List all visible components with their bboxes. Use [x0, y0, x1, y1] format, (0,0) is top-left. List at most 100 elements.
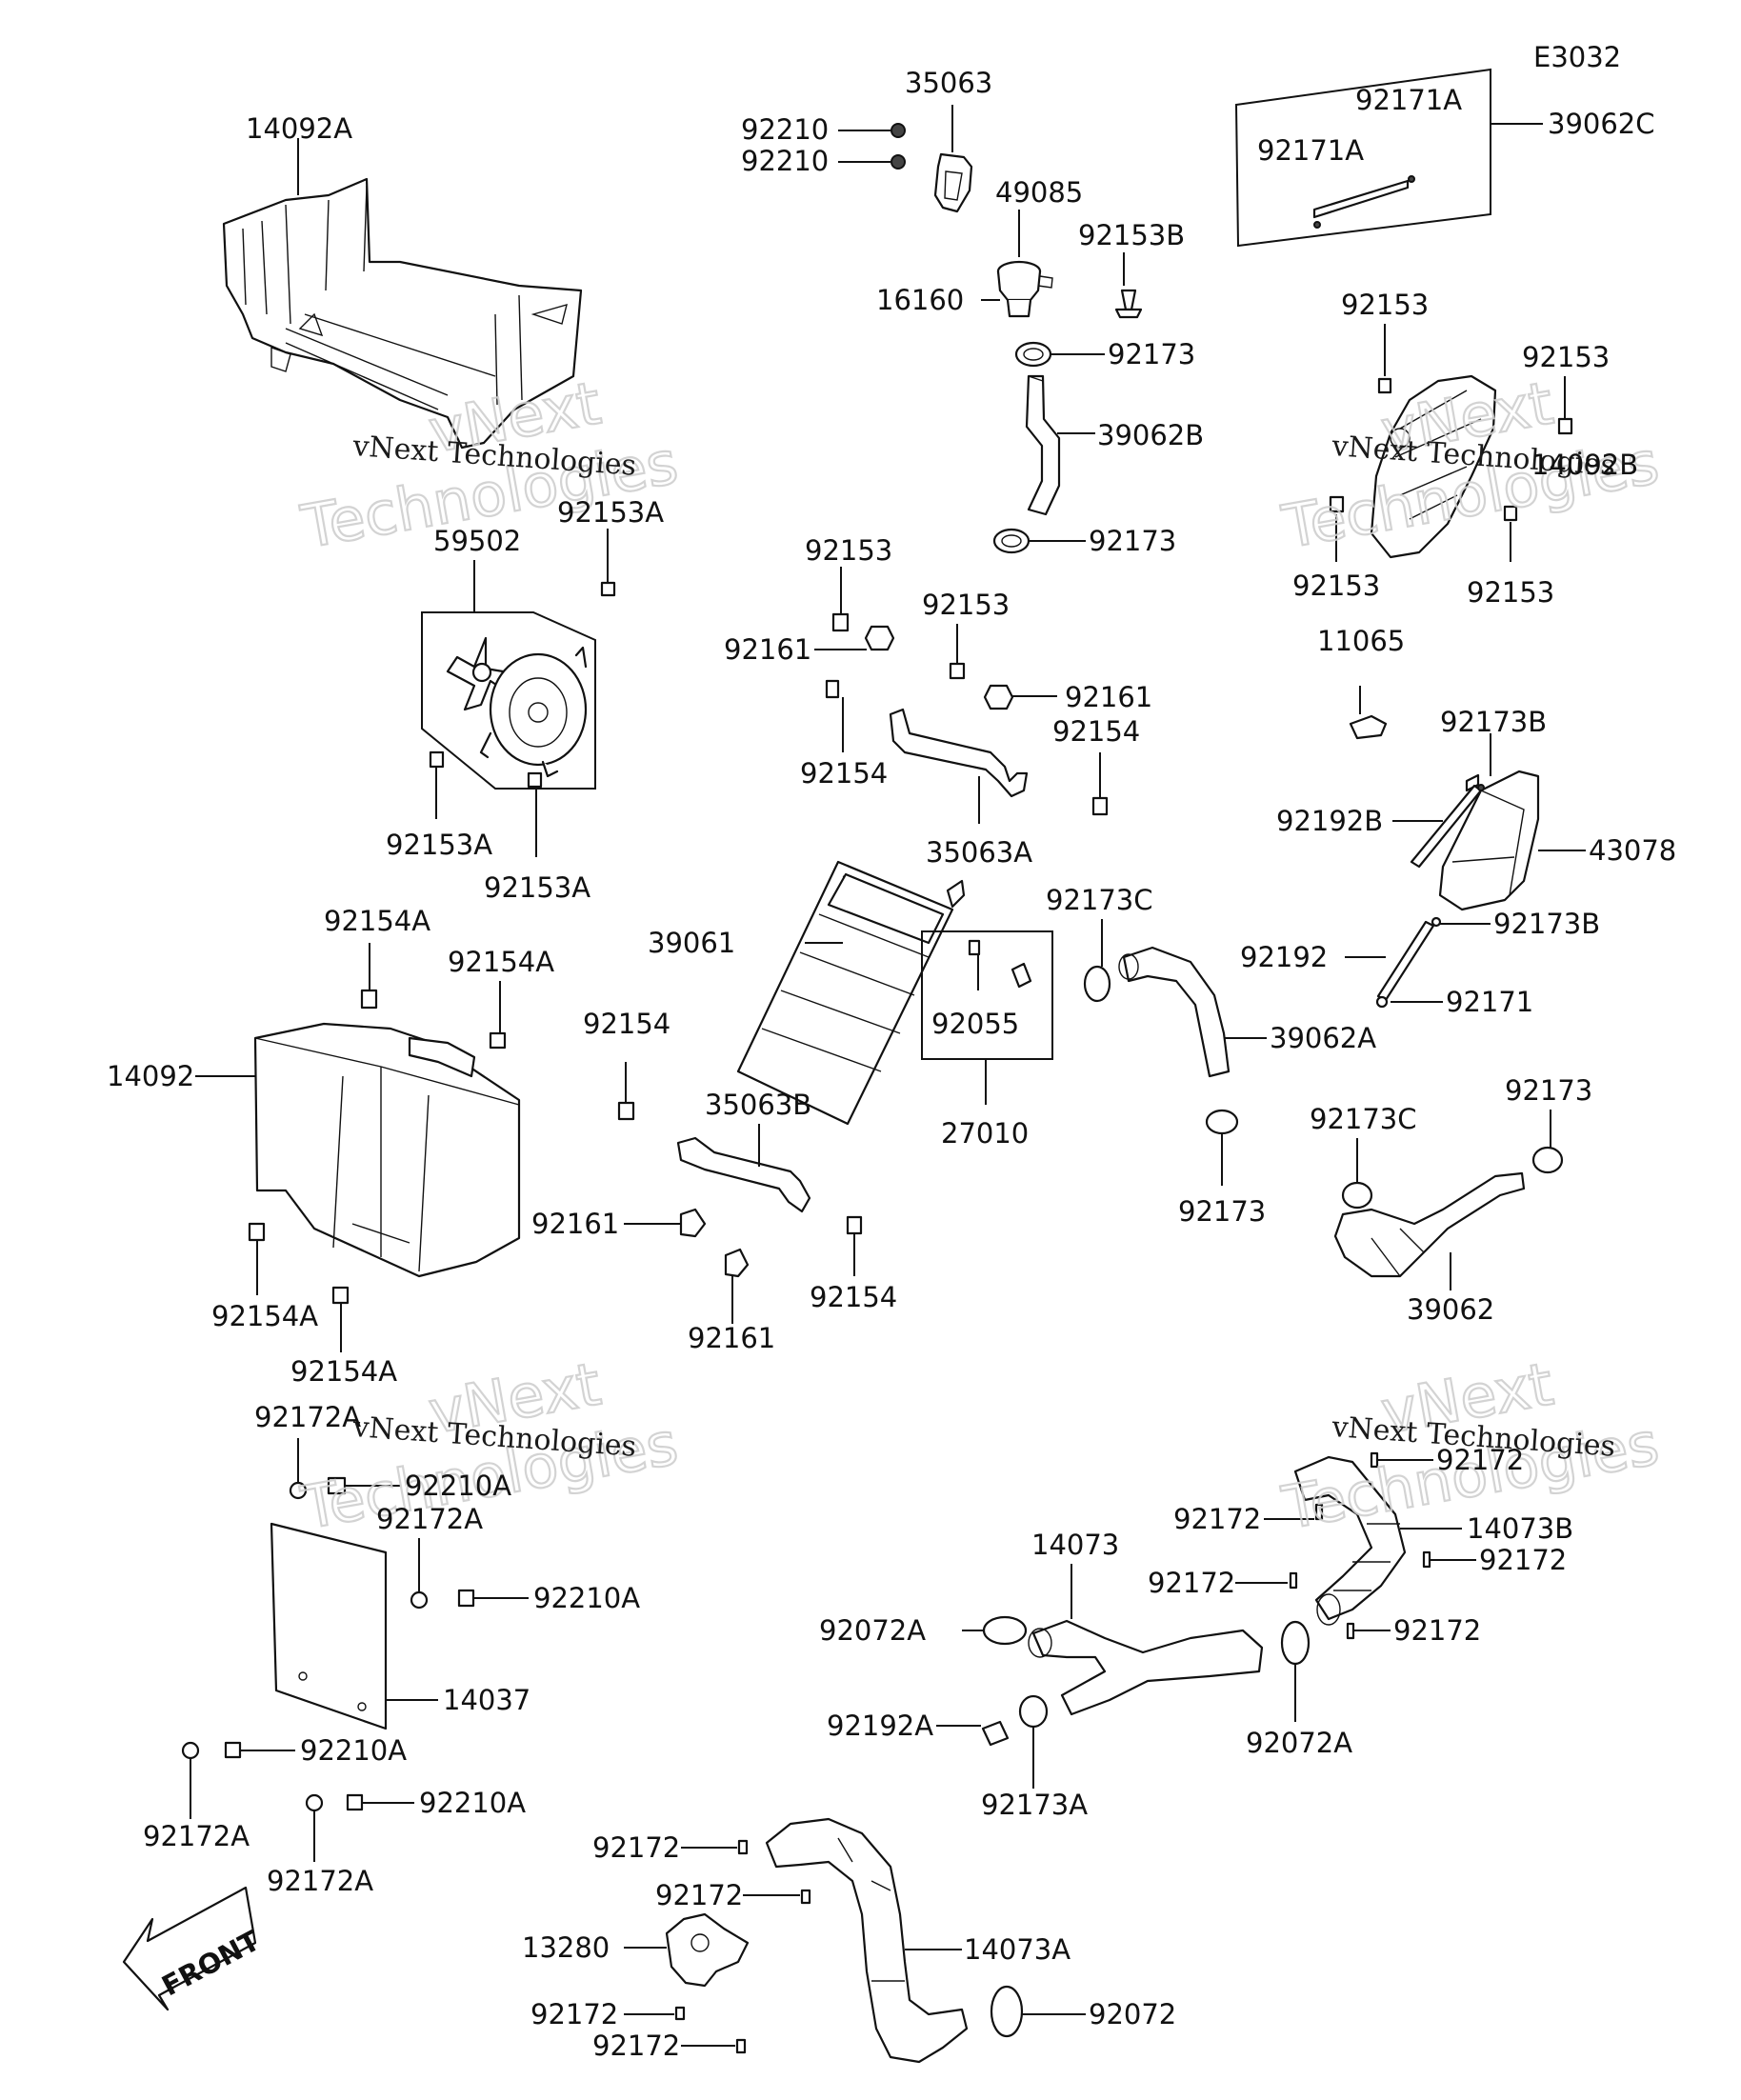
part-label-92173b_a: 92173B [1440, 706, 1547, 738]
part-label-92172_c: 92172 [1479, 1544, 1567, 1576]
part-label-92153_r1: 92153 [1341, 289, 1429, 321]
part-label-14092a: 14092A [246, 112, 352, 145]
part-label-92153_r4: 92153 [1467, 576, 1554, 609]
hose-92192a-clamp-92173a [981, 1694, 1049, 1747]
part-label-92072a_a: 92072A [819, 1614, 926, 1647]
hose-39062b [1025, 374, 1061, 516]
part-label-92173c_b: 92173C [1310, 1103, 1417, 1135]
hose-39062a [1118, 946, 1231, 1078]
fasteners-92154-92161 [617, 1101, 863, 1278]
clamp-92173-top [1014, 341, 1052, 368]
bolts-92154a [248, 989, 507, 1305]
clamp-92173c [1083, 965, 1111, 1003]
part-label-92173_d: 92173 [1505, 1074, 1592, 1107]
part-label-92154a_a: 92154A [324, 905, 430, 937]
part-label-39062a: 39062A [1270, 1022, 1376, 1054]
part-label-92153_r2: 92153 [1522, 341, 1610, 373]
part-label-92171a_a: 92171A [1355, 84, 1462, 116]
part-label-14092: 14092 [107, 1060, 194, 1092]
part-label-92210a_c: 92210A [300, 1734, 407, 1767]
part-label-59502: 59502 [433, 525, 521, 557]
fasteners-center [825, 612, 1109, 816]
part-label-92173_c: 92173 [1178, 1195, 1266, 1228]
part-label-14073b: 14073B [1467, 1512, 1573, 1545]
part-label-27010: 27010 [941, 1117, 1029, 1150]
part-label-92192: 92192 [1240, 941, 1328, 973]
front-arrow [122, 1886, 257, 2011]
part-label-92072a_b: 92072A [1246, 1727, 1352, 1759]
hose-92192b [1410, 784, 1485, 869]
part-label-92171: 92171 [1446, 986, 1533, 1018]
part-label-92172a_b: 92172A [376, 1503, 483, 1535]
part-label-14073: 14073 [1031, 1529, 1119, 1561]
clamps-92072a [982, 1615, 1311, 1666]
part-label-14037: 14037 [443, 1684, 530, 1716]
bolts-92172-right [1289, 1451, 1431, 1640]
clamps-92173c-92173 [1341, 1146, 1564, 1210]
hose-92192 [1375, 916, 1442, 1009]
part-label-92210a_b: 92210A [533, 1582, 640, 1614]
bolts-92172-bottom [674, 1839, 811, 2054]
part-label-35063: 35063 [905, 67, 992, 99]
bolts-92153 [1329, 377, 1573, 522]
part-label-92192a: 92192A [827, 1710, 933, 1742]
clamp-92173-mid [992, 528, 1031, 554]
part-label-92172_t: 92172 [1436, 1444, 1524, 1476]
part-label-92173c_a: 92173C [1046, 884, 1153, 916]
shroud-14092b [1370, 374, 1497, 559]
part-labels: 14092A3506392210922104908592153B16160921… [107, 67, 1676, 2062]
part-label-39062c: 39062C [1548, 108, 1655, 140]
bolts-92153a [429, 581, 616, 789]
part-label-92172a_c: 92172A [143, 1820, 250, 1852]
part-label-92173_b: 92173 [1089, 525, 1176, 557]
shroud-14092 [253, 1022, 521, 1278]
part-label-92172_b: 92172 [1148, 1567, 1235, 1599]
part-label-92210_a: 92210 [741, 113, 829, 146]
part-label-92161_m2: 92161 [688, 1322, 775, 1354]
hose-39062 [1333, 1171, 1526, 1278]
part-label-92173a: 92173A [981, 1789, 1088, 1821]
part-label-92154_c2: 92154 [1052, 715, 1140, 748]
part-label-92072: 92072 [1089, 1998, 1176, 2030]
kit-box-27010 [921, 930, 1053, 1060]
part-label-92153_r3: 92153 [1292, 570, 1380, 602]
bracket-13280 [665, 1912, 750, 1988]
part-label-92153a_b: 92153A [386, 829, 492, 861]
part-label-92055: 92055 [931, 1008, 1019, 1040]
part-label-92172_a: 92172 [1173, 1503, 1261, 1535]
panel-14037 [270, 1522, 388, 1730]
bracket-35063b [676, 1136, 811, 1213]
part-label-16160: 16160 [876, 284, 964, 316]
part-label-35063a: 35063A [926, 836, 1032, 869]
part-label-92153a_c: 92153A [484, 871, 590, 904]
leader-lines [190, 105, 1586, 2047]
part-label-92154_c1: 92154 [800, 757, 888, 790]
part-label-14073a: 14073A [964, 1933, 1071, 1966]
bracket-35063a [889, 708, 1029, 798]
part-label-35063b: 35063B [705, 1089, 811, 1121]
diagram-code: E3032 [1533, 41, 1621, 73]
part-label-92153b: 92153B [1078, 219, 1185, 251]
part-label-92210a_d: 92210A [419, 1787, 526, 1819]
part-label-39061: 39061 [648, 927, 735, 959]
part-35063 [891, 123, 973, 213]
tank-43078 [1438, 770, 1540, 911]
part-label-92153a_a: 92153A [557, 496, 664, 529]
part-label-92172a_a: 92172A [254, 1401, 361, 1433]
part-label-92210_b: 92210 [741, 145, 829, 177]
part-label-92172_e: 92172 [592, 1831, 680, 1864]
clamp-92072 [990, 1985, 1024, 2038]
part-label-92154a_c: 92154A [211, 1300, 318, 1332]
fan-assembly-59502 [421, 611, 596, 790]
clamp-92173-right [1205, 1109, 1239, 1135]
part-label-92172_d: 92172 [1393, 1614, 1481, 1647]
part-label-92154_m: 92154 [583, 1008, 670, 1040]
part-label-13280: 13280 [522, 1931, 610, 1964]
part-label-92173b_b: 92173B [1493, 908, 1600, 940]
part-label-92171a_b: 92171A [1257, 134, 1364, 167]
part-label-39062: 39062 [1407, 1293, 1494, 1326]
shroud-14092a [222, 177, 583, 450]
hose-14073 [1028, 1619, 1264, 1716]
part-label-92161_c1: 92161 [724, 633, 811, 666]
part-label-14092b: 14092B [1531, 449, 1638, 481]
